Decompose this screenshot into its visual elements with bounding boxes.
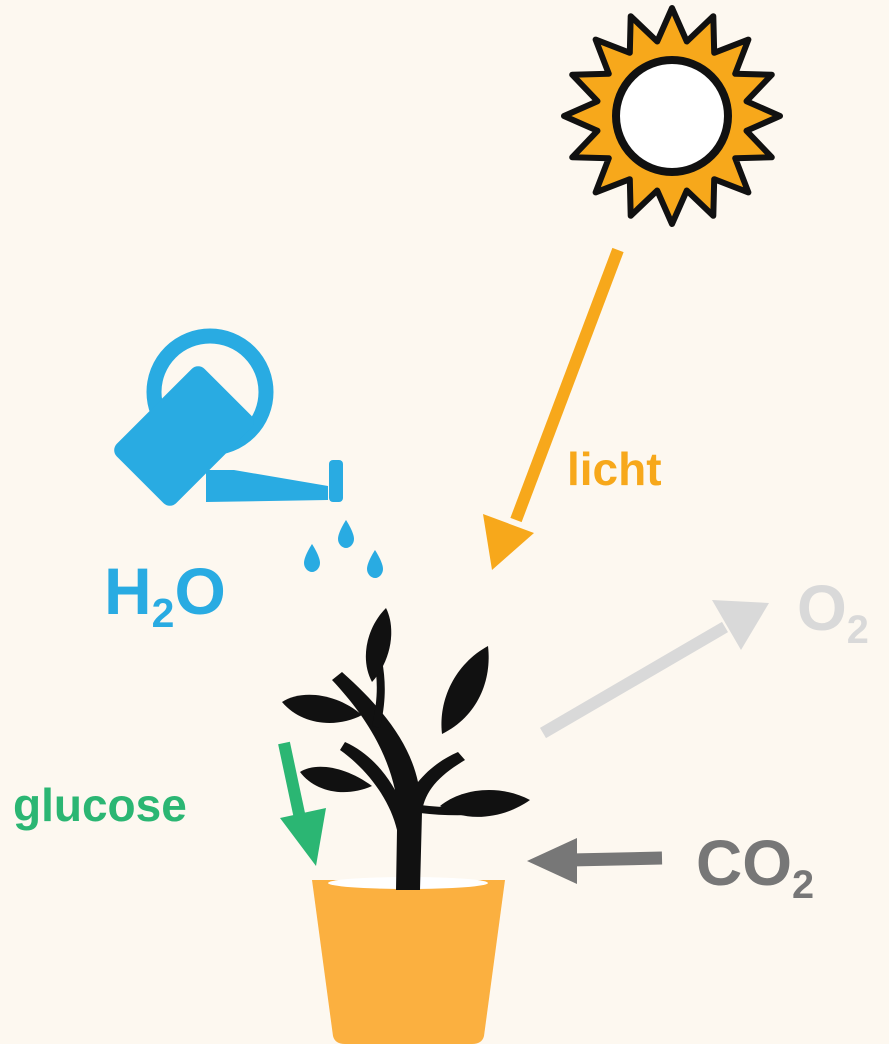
oxygen-arrow: [539, 600, 769, 739]
water-label: H2O: [104, 558, 226, 634]
oxygen-label-subscript: 2: [846, 607, 869, 652]
co2-label: CO2: [696, 831, 814, 905]
glucose-label-text: glucose: [13, 779, 187, 831]
co2-label-main: CO: [696, 827, 792, 899]
flower-pot-icon: [312, 877, 505, 1044]
plant-icon: [282, 608, 530, 890]
light-arrow: [483, 247, 624, 570]
glucose-arrow: [278, 741, 326, 866]
water-label-main: H: [104, 554, 152, 628]
water-drop-icon: [304, 520, 383, 578]
co2-label-subscript: 2: [792, 862, 815, 907]
sun-core: [612, 56, 732, 176]
oxygen-label-main: O: [797, 572, 847, 644]
co2-arrow: [527, 838, 663, 884]
watering-can-icon: [114, 328, 343, 506]
light-label: licht: [567, 446, 662, 492]
glucose-label: glucose: [13, 782, 187, 828]
water-label-tail: O: [174, 554, 226, 628]
water-label-subscript: 2: [151, 590, 175, 637]
oxygen-label: O2: [797, 576, 869, 650]
light-label-text: licht: [567, 443, 662, 495]
sun-icon: [561, 5, 783, 227]
